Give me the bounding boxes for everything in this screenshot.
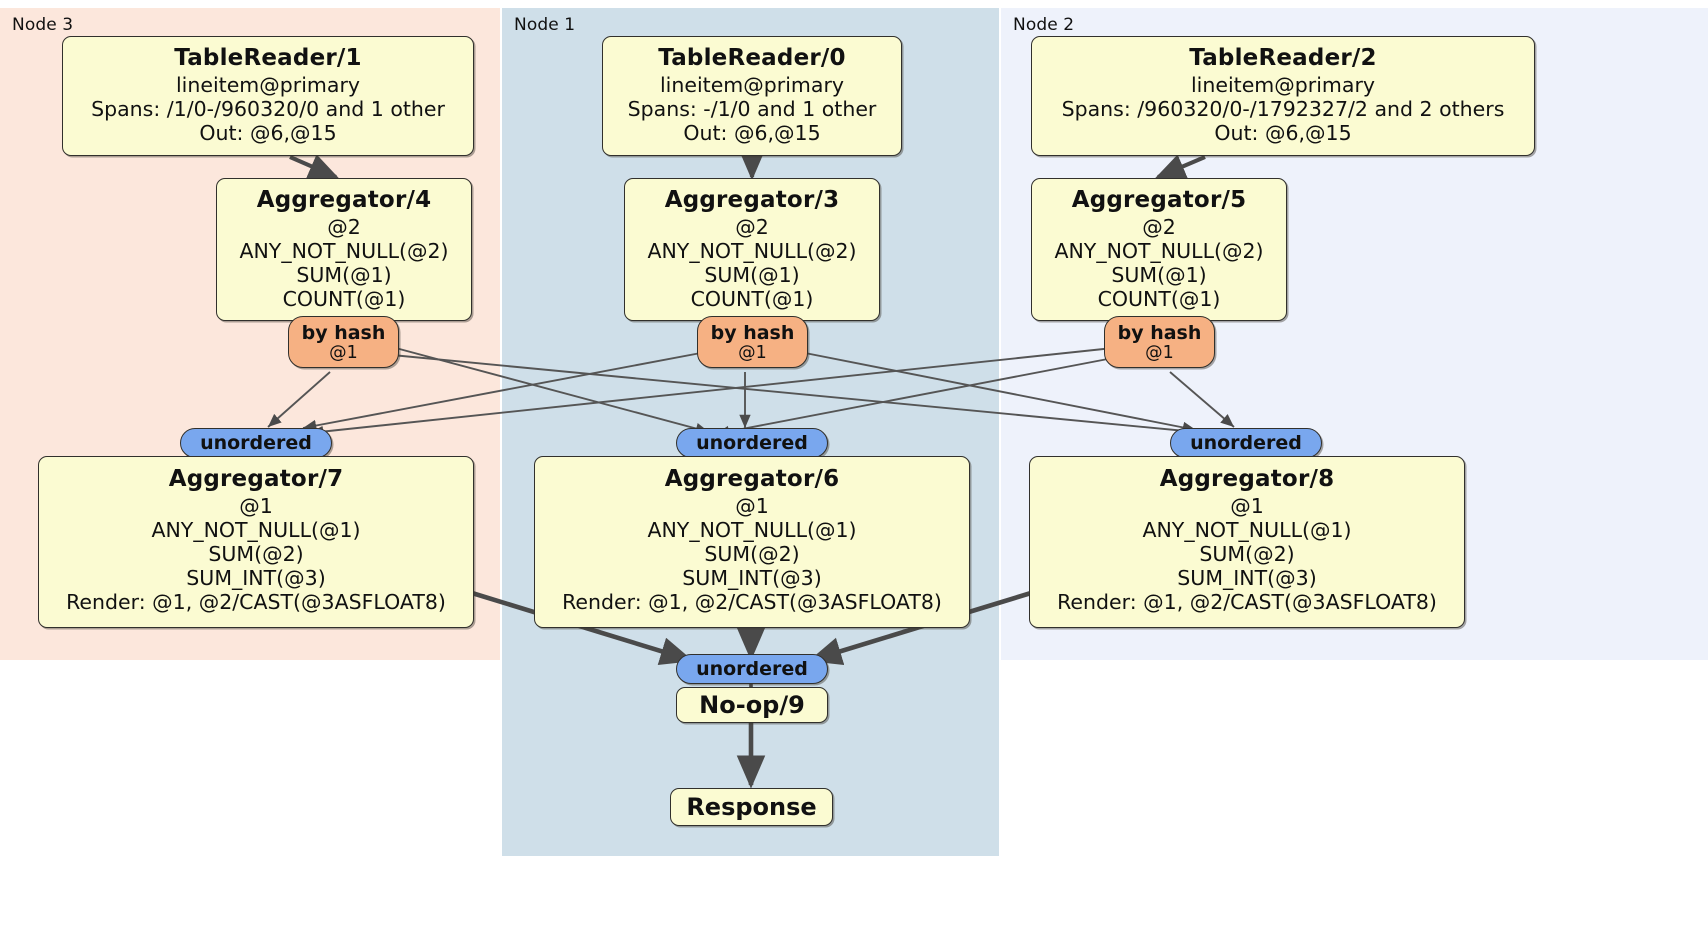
badge-title: unordered <box>696 432 808 454</box>
box-line: @2 <box>735 214 769 239</box>
badge-unordered-final[interactable]: unordered <box>676 654 828 684</box>
box-title: Aggregator/4 <box>256 187 432 213</box>
box-line: Out: @6,@15 <box>683 120 821 145</box>
box-noop-9[interactable]: No-op/9 <box>676 687 828 723</box>
box-aggregator-6[interactable]: Aggregator/6 @1 ANY_NOT_NULL(@1) SUM(@2)… <box>534 456 970 628</box>
badge-title: unordered <box>696 658 808 680</box>
node-panel-label: Node 1 <box>514 15 576 35</box>
box-aggregator-3[interactable]: Aggregator/3 @2 ANY_NOT_NULL(@2) SUM(@1)… <box>624 178 880 321</box>
badge-unordered-left[interactable]: unordered <box>180 428 332 458</box>
box-title: Aggregator/8 <box>1159 466 1335 492</box>
badge-title: by hash <box>301 322 386 344</box>
box-line: SUM_INT(@3) <box>186 565 326 590</box>
box-line: SUM(@2) <box>208 541 304 566</box>
box-line: Spans: -/1/0 and 1 other <box>627 96 877 121</box>
box-line: Render: @1, @2/CAST(@3ASFLOAT8) <box>66 589 446 614</box>
box-table-reader-0[interactable]: TableReader/0 lineitem@primary Spans: -/… <box>602 36 902 156</box>
box-title: TableReader/1 <box>174 45 362 71</box>
box-line: SUM(@2) <box>704 541 800 566</box>
badge-title: by hash <box>710 322 795 344</box>
box-line: @2 <box>327 214 361 239</box>
box-line: SUM_INT(@3) <box>682 565 822 590</box>
badge-title: unordered <box>200 432 312 454</box>
box-line: Spans: /1/0-/960320/0 and 1 other <box>91 96 445 121</box>
badge-unordered-center[interactable]: unordered <box>676 428 828 458</box>
box-line: SUM(@1) <box>704 262 800 287</box>
box-line: @1 <box>735 493 769 518</box>
box-line: Out: @6,@15 <box>1214 120 1352 145</box>
box-line: lineitem@primary <box>1190 72 1376 97</box>
badge-sub: @1 <box>329 343 358 364</box>
box-line: @2 <box>1142 214 1176 239</box>
box-line: ANY_NOT_NULL(@2) <box>239 238 449 263</box>
box-title: Aggregator/7 <box>168 466 344 492</box>
badge-sub: @1 <box>738 343 767 364</box>
box-line: Out: @6,@15 <box>199 120 337 145</box>
box-title: Response <box>686 792 817 821</box>
box-line: SUM(@2) <box>1199 541 1295 566</box>
box-line: SUM_INT(@3) <box>1177 565 1317 590</box>
box-title: Aggregator/5 <box>1071 187 1247 213</box>
box-table-reader-1[interactable]: TableReader/1 lineitem@primary Spans: /1… <box>62 36 474 156</box>
box-line: SUM(@1) <box>296 262 392 287</box>
badge-unordered-right[interactable]: unordered <box>1170 428 1322 458</box>
box-title: Aggregator/6 <box>664 466 840 492</box>
box-aggregator-7[interactable]: Aggregator/7 @1 ANY_NOT_NULL(@1) SUM(@2)… <box>38 456 474 628</box>
box-line: ANY_NOT_NULL(@2) <box>1054 238 1264 263</box>
box-line: Render: @1, @2/CAST(@3ASFLOAT8) <box>562 589 942 614</box>
box-line: ANY_NOT_NULL(@2) <box>647 238 857 263</box>
box-line: ANY_NOT_NULL(@1) <box>151 517 361 542</box>
box-line: COUNT(@1) <box>1097 286 1221 311</box>
box-title: TableReader/0 <box>658 45 846 71</box>
badge-by-hash-right[interactable]: by hash @1 <box>1104 316 1215 368</box>
box-line: Spans: /960320/0-/1792327/2 and 2 others <box>1061 96 1505 121</box>
node-panel-label: Node 2 <box>1013 15 1075 35</box>
box-line: COUNT(@1) <box>690 286 814 311</box>
box-response[interactable]: Response <box>670 788 833 826</box>
box-line: @1 <box>1230 493 1264 518</box>
node-panel-label: Node 3 <box>12 15 74 35</box>
box-title: Aggregator/3 <box>664 187 840 213</box>
box-table-reader-2[interactable]: TableReader/2 lineitem@primary Spans: /9… <box>1031 36 1535 156</box>
badge-sub: @1 <box>1145 343 1174 364</box>
box-title: TableReader/2 <box>1189 45 1377 71</box>
box-line: lineitem@primary <box>659 72 845 97</box>
box-line: lineitem@primary <box>175 72 361 97</box>
badge-title: unordered <box>1190 432 1302 454</box>
box-title: No-op/9 <box>699 690 805 719</box>
box-aggregator-5[interactable]: Aggregator/5 @2 ANY_NOT_NULL(@2) SUM(@1)… <box>1031 178 1287 321</box>
box-line: Render: @1, @2/CAST(@3ASFLOAT8) <box>1057 589 1437 614</box>
box-line: ANY_NOT_NULL(@1) <box>647 517 857 542</box>
box-aggregator-4[interactable]: Aggregator/4 @2 ANY_NOT_NULL(@2) SUM(@1)… <box>216 178 472 321</box>
box-line: @1 <box>239 493 273 518</box>
box-line: SUM(@1) <box>1111 262 1207 287</box>
box-aggregator-8[interactable]: Aggregator/8 @1 ANY_NOT_NULL(@1) SUM(@2)… <box>1029 456 1465 628</box>
badge-by-hash-center[interactable]: by hash @1 <box>697 316 808 368</box>
box-line: COUNT(@1) <box>282 286 406 311</box>
badge-by-hash-left[interactable]: by hash @1 <box>288 316 399 368</box>
box-line: ANY_NOT_NULL(@1) <box>1142 517 1352 542</box>
badge-title: by hash <box>1117 322 1202 344</box>
